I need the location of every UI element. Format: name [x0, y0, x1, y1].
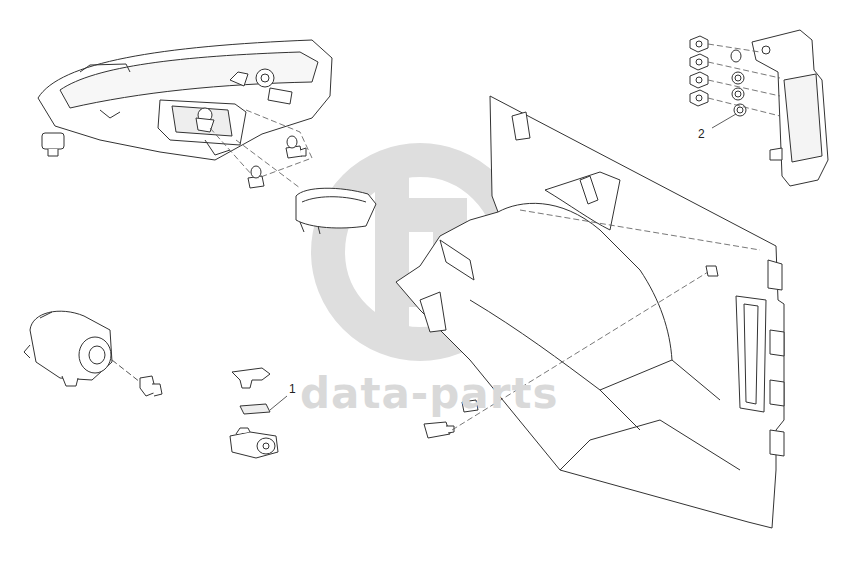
watermark-text: data-parts [300, 373, 558, 415]
assembly-line [708, 44, 780, 116]
marker-lamp [690, 30, 828, 186]
switch-parts [230, 368, 278, 458]
leader-line [712, 114, 736, 128]
trim-panel [396, 96, 784, 528]
assembly-line [210, 110, 312, 188]
adjuster-motor [24, 311, 162, 396]
headlamp [38, 40, 376, 234]
leader-line [270, 396, 287, 410]
callout-number: 1 [289, 383, 296, 395]
callout-number: 2 [698, 128, 705, 140]
